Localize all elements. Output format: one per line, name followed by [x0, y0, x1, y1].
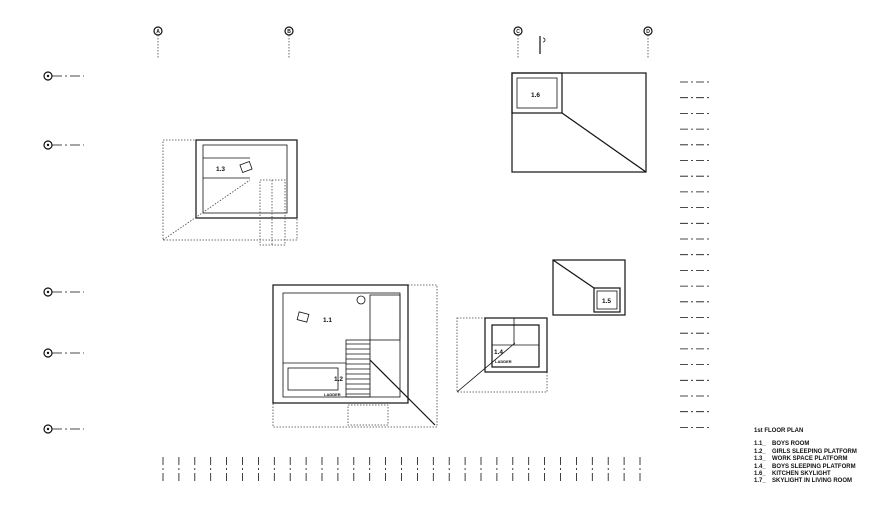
legend: 1st FLOOR PLAN 1.1_ BOYS ROOM 1.2_ GIRLS SL…	[754, 428, 857, 486]
grid-row-bubble	[43, 424, 84, 434]
legend-item-label: SKYLIGHT IN LIVING ROOM	[772, 478, 853, 485]
legend-item-label: GIRLS SLEEPING PLATFORM	[772, 448, 857, 455]
legend-item: 1.4_ BOYS SLEEPING PLATFORM	[754, 464, 857, 471]
skylight-1-6-plan: 1.6	[511, 72, 647, 173]
legend-item-label: WORK SPACE PLATFORM	[772, 456, 848, 463]
ladder-label-1-4: LADDER	[495, 359, 512, 364]
grid-row-bubble	[43, 140, 84, 150]
room-label-1-6: 1.6	[531, 92, 540, 99]
dimension-ticks-bottom	[162, 457, 641, 481]
room-label-1-5: 1.5	[602, 298, 611, 305]
svg-text:B: B	[287, 29, 291, 35]
room-label-1-3: 1.3	[216, 166, 225, 173]
room-label-1-1: 1.1	[323, 317, 332, 324]
legend-item-number: 1.6_	[754, 471, 766, 478]
grid-row-bubble	[43, 348, 84, 358]
legend-item: 1.3_ WORK SPACE PLATFORM	[754, 456, 857, 463]
legend-item-number: 1.4_	[754, 463, 766, 470]
grid-column-d: D	[643, 26, 653, 58]
room-1-4-plan: 1.4 LADDER	[456, 317, 548, 393]
skylight-1-5-plan: 1.5	[552, 259, 626, 316]
legend-item-number: 1.3_	[754, 456, 766, 463]
room-label-1-2: 1.2	[334, 376, 343, 383]
legend-item: 1.7_ SKYLIGHT IN LIVING ROOM	[754, 478, 857, 485]
grid-column-c: C	[513, 26, 523, 58]
legend-title: 1st FLOOR PLAN	[754, 428, 804, 434]
svg-text:C: C	[516, 29, 520, 35]
legend-item: 1.2_ GIRLS SLEEPING PLATFORM	[754, 449, 857, 456]
legend-item-label: KITCHEN SKYLIGHT	[772, 471, 831, 478]
legend-item: 1.1_ BOYS ROOM	[754, 441, 857, 448]
legend-item-number: 1.7_	[754, 478, 766, 485]
grid-column-b: B	[284, 26, 294, 58]
legend-item-number: 1.2_	[754, 448, 766, 455]
room-1-3-plan: 1.3	[162, 139, 298, 246]
svg-text:D: D	[646, 29, 650, 35]
room-1-1-plan: 1.1 1.2 LADDER	[272, 284, 438, 428]
legend-item-label: BOYS SLEEPING PLATFORM	[772, 463, 856, 470]
legend-item: 1.6_ KITCHEN SKYLIGHT	[754, 471, 857, 478]
dimension-ticks-right	[680, 81, 710, 428]
legend-item-number: 1.1_	[754, 441, 766, 448]
room-label-1-4: 1.4	[494, 349, 503, 356]
ladder-label: LADDER	[324, 392, 341, 397]
grid-rows	[43, 71, 84, 434]
section-marker	[539, 36, 546, 54]
svg-text:A: A	[156, 29, 160, 35]
grid-row-bubble	[43, 287, 84, 297]
legend-item-label: BOYS ROOM	[772, 441, 810, 448]
grid-column-a: A	[153, 26, 163, 58]
grid-row-bubble	[43, 71, 84, 81]
